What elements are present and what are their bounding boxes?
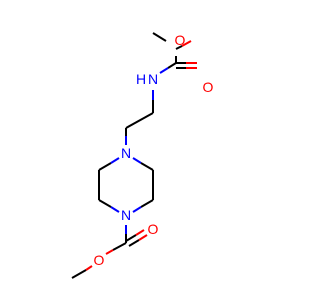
bond-carbonyl-bottom-to-ether-o-o-part xyxy=(105,249,114,255)
atom-label-o-ether-bottom: O xyxy=(94,252,105,268)
atom-label-n-piperazine-bottom: N xyxy=(121,207,131,223)
bond-carbonyl-bottom-o-part-b xyxy=(138,234,148,241)
bond-ether-o-to-methyl-o-part xyxy=(85,265,93,271)
bond-methyl-to-ether-o-top xyxy=(152,32,167,42)
bond-ether-o-to-methyl-c-part xyxy=(71,269,87,279)
bond-ring-n-bottom-to-left-n-part xyxy=(110,206,120,213)
atom-label-n-carbamate: N xyxy=(148,71,158,87)
atom-label-o-ether-top: O xyxy=(175,32,186,48)
atom-label-n-piperazine-top: N xyxy=(121,145,131,161)
bond-ring-right-to-n-bottom-c-part xyxy=(140,199,154,208)
bond-carbamate-c-to-nh-n-part xyxy=(159,67,169,74)
atom-label-o-carbonyl-top: O xyxy=(203,79,214,95)
atom-label-o-carbonyl-bottom: O xyxy=(148,221,159,237)
bond-carbamate-c-to-nh-c-part xyxy=(167,62,177,69)
atom-label-nh-h: H xyxy=(136,71,146,87)
bond-ring-n-top-to-right-c-part xyxy=(140,162,154,171)
structural-formula: O O H N N N O O xyxy=(71,32,214,279)
bond-carbonyl-bottom-o-part-a xyxy=(135,229,145,236)
bond-ring-n-top-to-right-n-part xyxy=(132,157,142,164)
bond-ring-left-to-n-top-c-part xyxy=(98,162,112,171)
bond-ring-n-bottom-to-left-c-part xyxy=(98,199,112,208)
bond-carbonyl-bottom-c-part-a xyxy=(125,234,137,242)
bond-carbonyl-bottom-to-ether-o-c-part xyxy=(112,242,127,251)
bond-ether-o-to-carbonyl-c-top-o-part xyxy=(181,40,192,47)
bond-ch2-to-ch2 xyxy=(125,112,154,129)
bond-ring-left-to-n-top-n-part xyxy=(110,157,120,164)
bond-ring-right-to-n-bottom-n-part xyxy=(132,206,142,213)
bond-carbonyl-bottom-c-part-b xyxy=(128,239,140,247)
bond-ether-o-to-carbonyl-c-top-c-part xyxy=(175,45,183,50)
